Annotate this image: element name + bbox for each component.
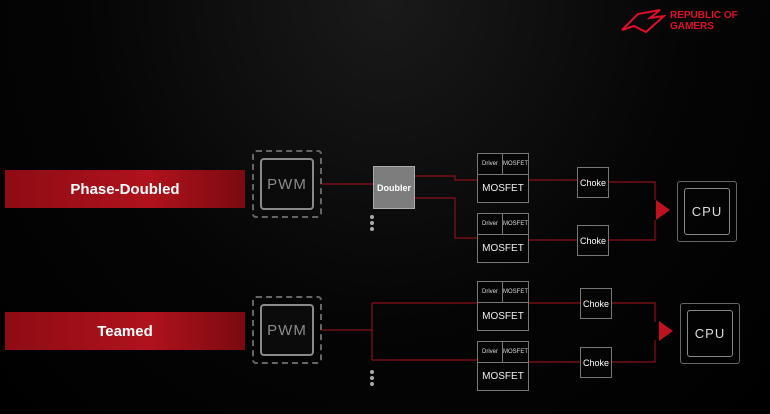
rog-eye-icon <box>621 9 666 34</box>
teamed-banner: Teamed <box>5 312 245 350</box>
wire-phase-2 <box>413 197 656 241</box>
doubler-chip: Doubler <box>373 166 415 209</box>
pwm-chip: PWM <box>252 296 322 364</box>
pwm-chip: PWM <box>252 150 322 218</box>
more-dots-icon <box>370 215 374 233</box>
arrow-icon <box>656 200 670 220</box>
logo-line2: GAMERS <box>670 21 714 32</box>
phase-doubled-banner: Phase-Doubled <box>5 170 245 208</box>
more-dots-icon <box>370 370 374 388</box>
choke: Choke <box>580 288 612 319</box>
choke: Choke <box>577 167 609 198</box>
cpu-chip: CPU <box>680 303 740 364</box>
pwm-label: PWM <box>260 158 314 210</box>
logo-line1: REPUBLIC OF <box>670 10 738 21</box>
choke: Choke <box>580 347 612 378</box>
wire-phase-1 <box>413 175 656 200</box>
arrow-icon <box>659 321 673 341</box>
cpu-chip: CPU <box>677 181 737 242</box>
pwm-label: PWM <box>260 304 314 356</box>
wire-teamed <box>322 302 656 363</box>
choke: Choke <box>577 225 609 256</box>
